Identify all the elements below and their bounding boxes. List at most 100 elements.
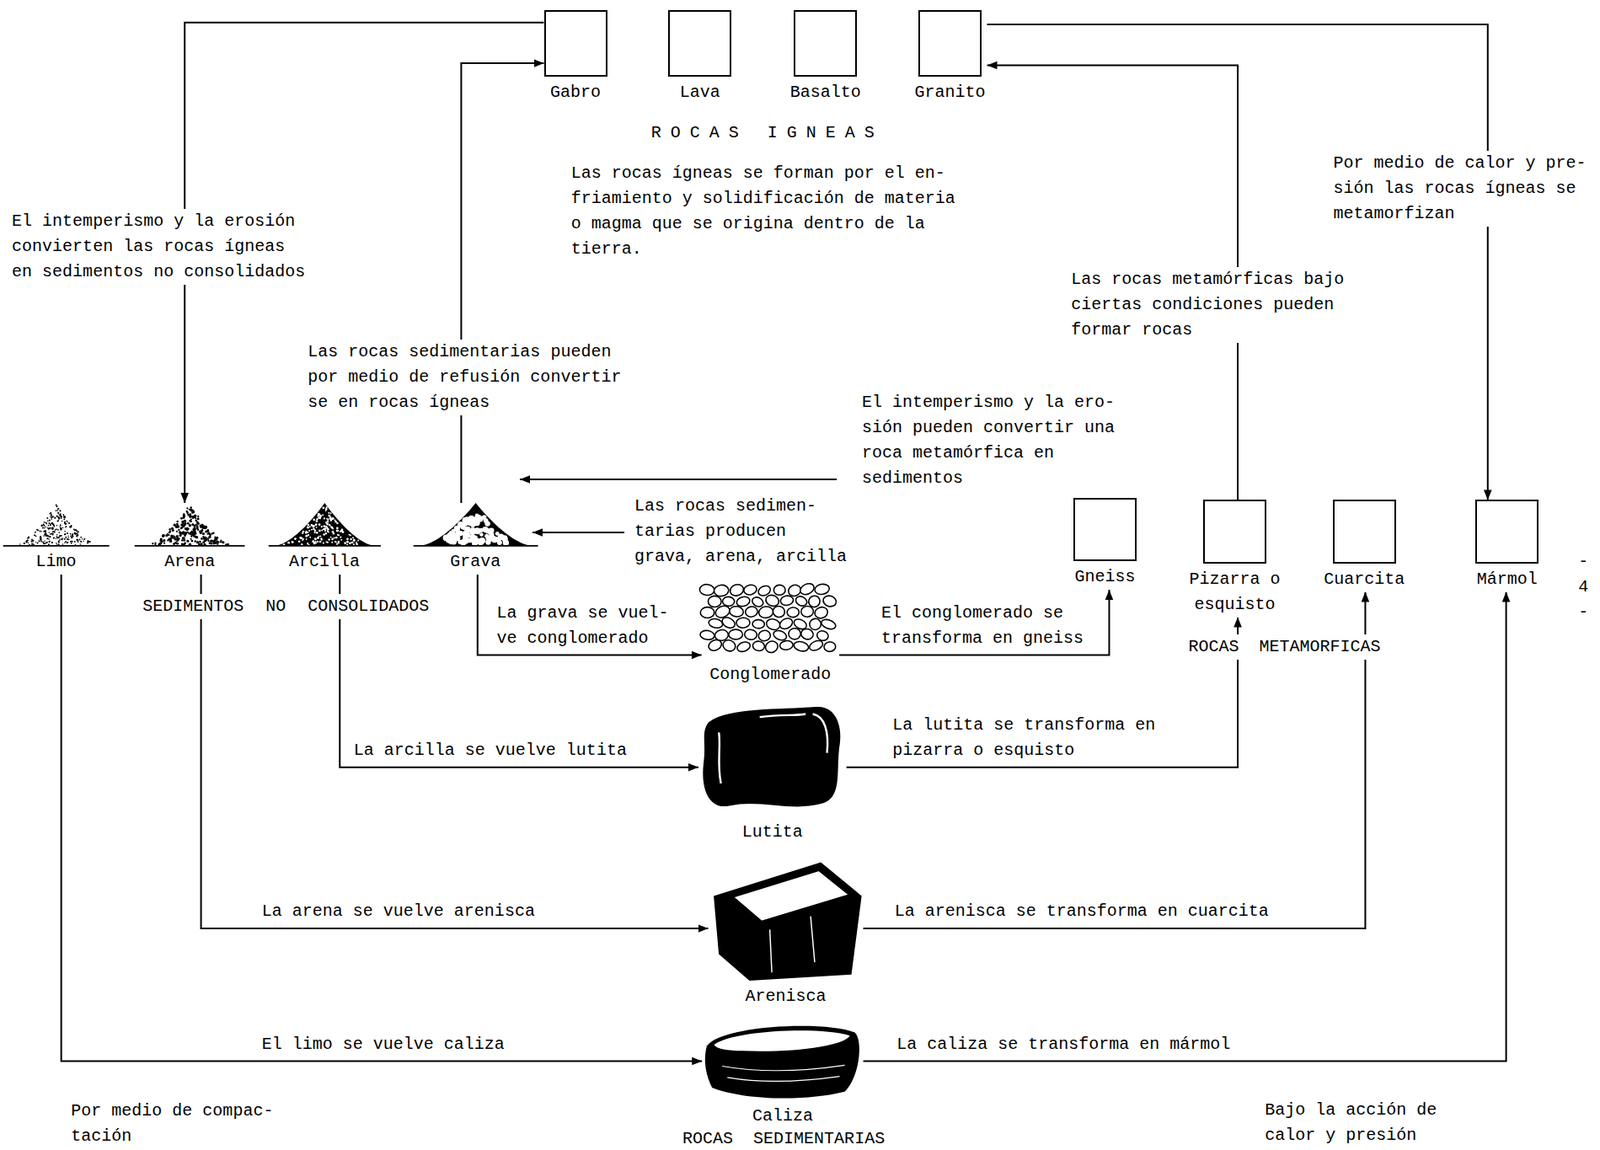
grain — [314, 529, 316, 532]
grain — [60, 515, 63, 518]
grain — [44, 526, 47, 529]
grain — [179, 530, 182, 533]
rock-illustration: Conglomerado — [701, 583, 840, 689]
grain — [80, 541, 83, 544]
grain — [328, 524, 331, 526]
pile-body — [419, 503, 532, 546]
rock-name: Limo — [34, 549, 79, 575]
grain — [74, 532, 76, 535]
grain — [331, 538, 334, 541]
rock-illustration: Caliza — [701, 1020, 863, 1129]
group-title: ROCAS METAMORFICAS — [1187, 634, 1383, 660]
grain — [503, 540, 509, 546]
edge-label: La arenisca se transforma en cuarcita — [893, 898, 1271, 925]
rock-name: Gneiss — [1073, 564, 1138, 590]
grain — [481, 514, 487, 520]
pebble — [770, 604, 786, 619]
grain — [57, 508, 59, 510]
grain — [83, 538, 86, 541]
grain — [69, 533, 72, 536]
limo-drawing — [9, 503, 103, 546]
grain — [302, 538, 305, 541]
grain — [170, 535, 173, 538]
grain — [69, 535, 72, 538]
grain — [322, 528, 325, 530]
grain — [331, 532, 335, 536]
grain — [40, 530, 42, 532]
grain — [42, 535, 45, 537]
grain — [77, 530, 80, 533]
grain — [336, 529, 339, 533]
grain — [80, 540, 82, 543]
grain — [337, 534, 340, 536]
grain — [55, 506, 58, 509]
grain — [66, 520, 69, 523]
grain — [183, 535, 187, 538]
grain — [192, 530, 195, 534]
grain — [346, 538, 349, 541]
grain — [190, 519, 193, 521]
grava-drawing — [419, 503, 532, 546]
igneous-box: Granito — [913, 10, 988, 106]
grain — [348, 542, 351, 545]
grain — [46, 537, 49, 540]
pebble — [823, 641, 836, 653]
grain — [461, 517, 468, 524]
pebble — [773, 584, 786, 596]
grain — [469, 529, 475, 536]
grain — [171, 529, 175, 532]
rock-box — [1203, 499, 1267, 563]
grain — [188, 508, 191, 511]
rock-box — [1475, 499, 1539, 563]
rock-body — [702, 706, 841, 807]
grain — [53, 524, 55, 526]
grain — [176, 535, 179, 538]
grain — [205, 530, 208, 533]
grain — [42, 541, 44, 544]
pebble — [743, 628, 758, 641]
grain — [25, 540, 27, 543]
grain — [315, 540, 318, 543]
grain — [59, 513, 62, 515]
grain — [62, 527, 64, 529]
grain — [59, 517, 62, 520]
grain — [327, 538, 331, 541]
grain — [326, 529, 329, 531]
metamorphic-box: Pizarra o esquisto — [1184, 499, 1285, 617]
grain — [181, 539, 184, 542]
grain — [315, 518, 318, 520]
grain — [19, 543, 21, 545]
grain — [31, 542, 33, 544]
grain — [35, 535, 38, 538]
grain — [181, 531, 184, 535]
grain — [194, 540, 197, 542]
pebble — [728, 605, 744, 618]
grain — [326, 518, 328, 520]
grain — [77, 540, 80, 543]
grain — [353, 540, 355, 542]
grain — [58, 518, 60, 520]
grain — [64, 522, 66, 525]
igneous-box: Gabro — [544, 10, 608, 106]
grain — [58, 509, 61, 512]
grain — [305, 531, 308, 535]
grain — [50, 517, 53, 520]
free-arrow — [519, 478, 837, 481]
grain — [324, 529, 327, 532]
grain — [188, 524, 192, 527]
pebble — [735, 617, 750, 629]
grain — [298, 540, 301, 544]
grain — [176, 537, 179, 540]
grain — [331, 518, 334, 520]
group-title: ROCAS IGNEAS — [649, 120, 886, 146]
grain — [312, 519, 316, 522]
grain — [151, 542, 154, 545]
rock-name: Basalto — [788, 80, 863, 106]
grain — [199, 530, 203, 534]
grain — [310, 529, 313, 531]
pebble — [707, 595, 722, 607]
grain — [51, 528, 54, 530]
rock-picture — [274, 503, 375, 546]
edge-label: El conglomerado se transforma en gneiss — [879, 600, 1091, 652]
grain — [56, 515, 59, 518]
